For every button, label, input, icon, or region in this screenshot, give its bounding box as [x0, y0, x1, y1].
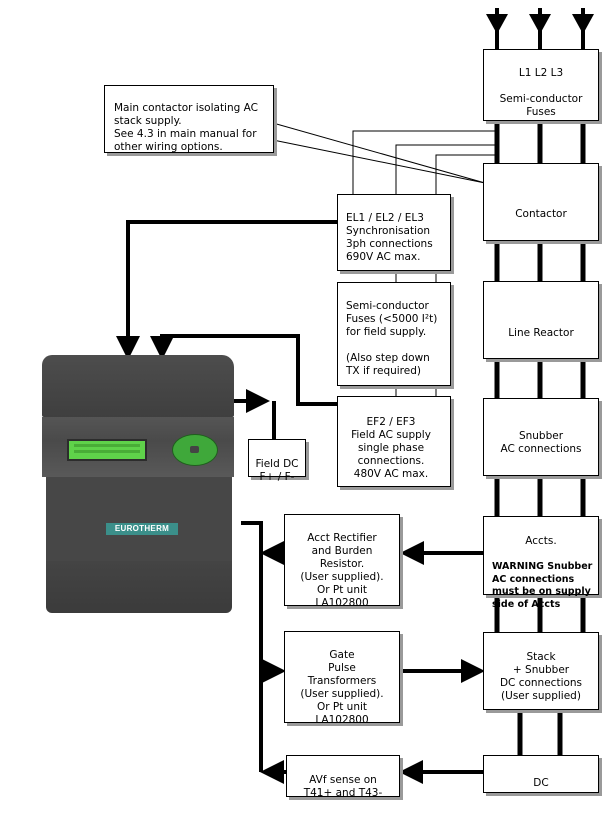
field-fuses-block: Semi-conductor Fuses (<5000 I²t) for fie…	[337, 282, 451, 386]
signal-bus	[241, 521, 263, 772]
drive-unit: EUROTHERM	[42, 355, 234, 613]
sync-to-drive-wire	[116, 220, 337, 360]
accts-block: Accts. WARNING Snubber AC connections mu…	[483, 516, 599, 610]
acct-rectifier-block: Acct Rectifier and Burden Resistor. (Use…	[284, 514, 400, 609]
note-pointer	[272, 122, 486, 184]
accts-warning: WARNING Snubber AC connections must be o…	[492, 561, 593, 610]
field-ac-to-drive-wire	[150, 334, 337, 406]
line-reactor-label: Line Reactor	[508, 327, 574, 339]
field-dc-block: Field DC F+ / F-	[248, 439, 306, 483]
contactor-label: Contactor	[515, 208, 567, 220]
supply-arrows	[486, 8, 594, 50]
dc-label: DC	[533, 777, 549, 789]
fuses-main-block: L1 L2 L3 Semi-conductor Fuses	[483, 49, 599, 121]
snubber-ac-label: Snubber AC connections	[500, 430, 582, 455]
snubber-ac-block: Snubber AC connections	[483, 398, 599, 476]
line-reactor-block: Line Reactor	[483, 281, 599, 359]
acct-rectifier-label: Acct Rectifier and Burden Resistor. (Use…	[300, 532, 384, 609]
sync-taps	[352, 130, 497, 397]
sync-block: EL1 / EL2 / EL3 Synchronisation 3ph conn…	[337, 194, 451, 271]
contactor-note: Main contactor isolating AC stack supply…	[104, 85, 274, 153]
field-ac-label: EF2 / EF3 Field AC supply single phase c…	[351, 416, 431, 480]
stack-block: Stack + Snubber DC connections (User sup…	[483, 632, 599, 710]
contactor-note-text: Main contactor isolating AC stack supply…	[114, 102, 258, 153]
gate-pulse-label: Gate Pulse Transformers (User supplied).…	[300, 649, 384, 726]
supply-l3-arrow	[572, 14, 594, 34]
avf-sense-block: AVf sense on T41+ and T43-	[286, 755, 400, 799]
drive-top-cover	[42, 355, 234, 417]
phase-labels: L1 L2 L3	[518, 67, 564, 79]
field-fuses-label: Semi-conductor Fuses (<5000 I²t) for fie…	[346, 300, 438, 377]
drive-lcd-display	[67, 439, 147, 461]
eurotherm-logo: EUROTHERM	[106, 523, 178, 535]
drive-bottom-cover	[46, 561, 232, 613]
drive-body	[46, 477, 232, 561]
field-ac-block: EF2 / EF3 Field AC supply single phase c…	[337, 396, 451, 487]
stack-label: Stack + Snubber DC connections (User sup…	[499, 651, 583, 702]
contactor-block: Contactor	[483, 163, 599, 241]
accts-title: Accts.	[525, 535, 557, 547]
supply-l2-arrow	[529, 14, 551, 34]
supply-l1-arrow	[486, 14, 508, 34]
sync-label: EL1 / EL2 / EL3 Synchronisation 3ph conn…	[346, 212, 433, 263]
power-bus	[494, 120, 586, 756]
gate-pulse-block: Gate Pulse Transformers (User supplied).…	[284, 631, 400, 726]
dc-block: DC	[483, 755, 599, 793]
fuses-main-label: Semi-conductor Fuses	[499, 93, 583, 118]
drive-keypad-icon	[172, 434, 218, 466]
avf-sense-label: AVf sense on T41+ and T43-	[303, 774, 383, 799]
field-dc-label: Field DC F+ / F-	[255, 458, 299, 483]
